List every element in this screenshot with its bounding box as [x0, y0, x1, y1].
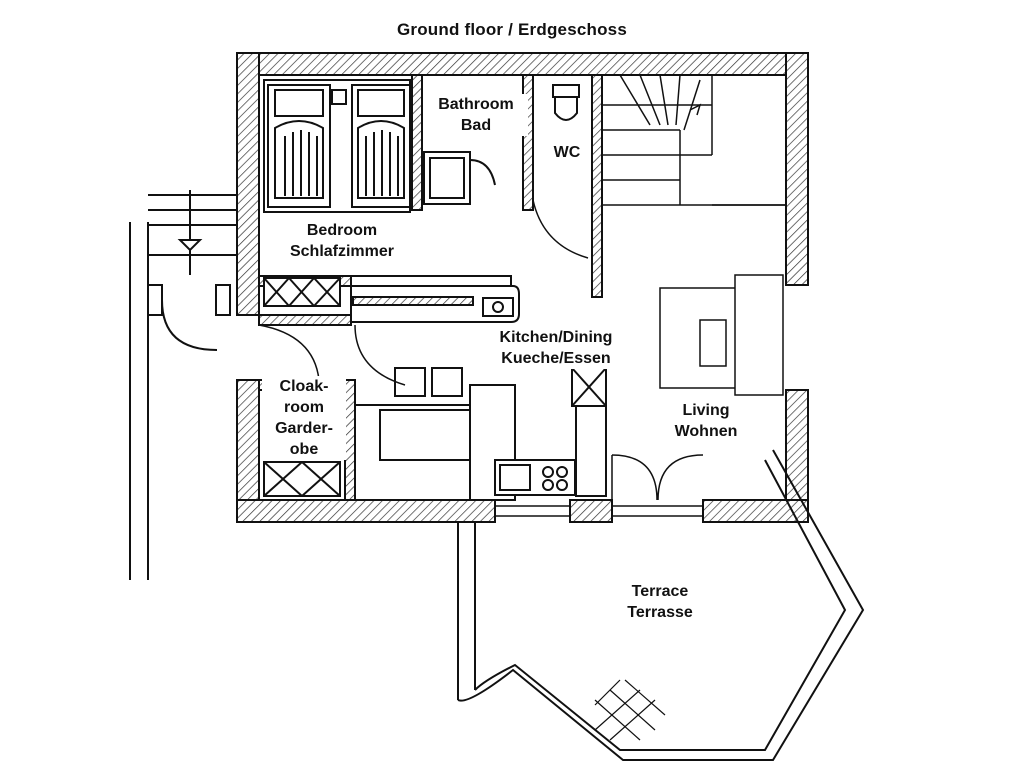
room-label-cloakroom: Cloak- room Garder- obe: [262, 376, 346, 460]
room-label-terrace: Terrace Terrasse: [610, 581, 710, 623]
living-label-de: Wohnen: [674, 423, 738, 440]
cloakroom-furniture: [258, 324, 406, 497]
outer-walls: [236, 52, 809, 523]
bottom-openings: [495, 505, 703, 517]
room-label-bathroom: Bathroom Bad: [424, 94, 528, 136]
kitchen-label-de: Kueche/Essen: [501, 350, 611, 367]
terrace: [457, 449, 865, 761]
terrace-label-en: Terrace: [631, 583, 689, 600]
bedroom-furniture: [263, 79, 411, 307]
cloakroom-label-3: Garder-: [275, 420, 333, 437]
kitchen-label-en: Kitchen/Dining: [499, 329, 613, 346]
bedroom-label-de: Schlafzimmer: [289, 243, 395, 260]
living-furniture: [611, 274, 784, 501]
plan-title: Ground floor / Erdgeschoss: [396, 20, 627, 39]
bathroom-fixtures: [423, 84, 589, 259]
cloakroom-label-4: obe: [289, 441, 319, 458]
cloakroom-label-1: Cloak-: [279, 378, 329, 395]
bedroom-label-en: Bedroom: [306, 222, 378, 239]
room-label-kitchen: Kitchen/Dining Kueche/Essen: [480, 327, 632, 369]
room-label-bedroom: Bedroom Schlafzimmer: [272, 220, 412, 262]
cloakroom-label-2: room: [284, 399, 324, 416]
bathroom-label-de: Bad: [460, 117, 492, 134]
room-label-living: Living Wohnen: [664, 400, 748, 442]
entrance-steps: [129, 190, 237, 580]
wc-label: WC: [553, 144, 581, 161]
staircase: [601, 74, 787, 206]
room-label-wc: WC: [545, 142, 589, 163]
living-label-en: Living: [682, 402, 730, 419]
kitchen-furniture: [350, 285, 607, 501]
terrace-label-de: Terrasse: [627, 604, 693, 621]
bathroom-label-en: Bathroom: [438, 96, 514, 113]
